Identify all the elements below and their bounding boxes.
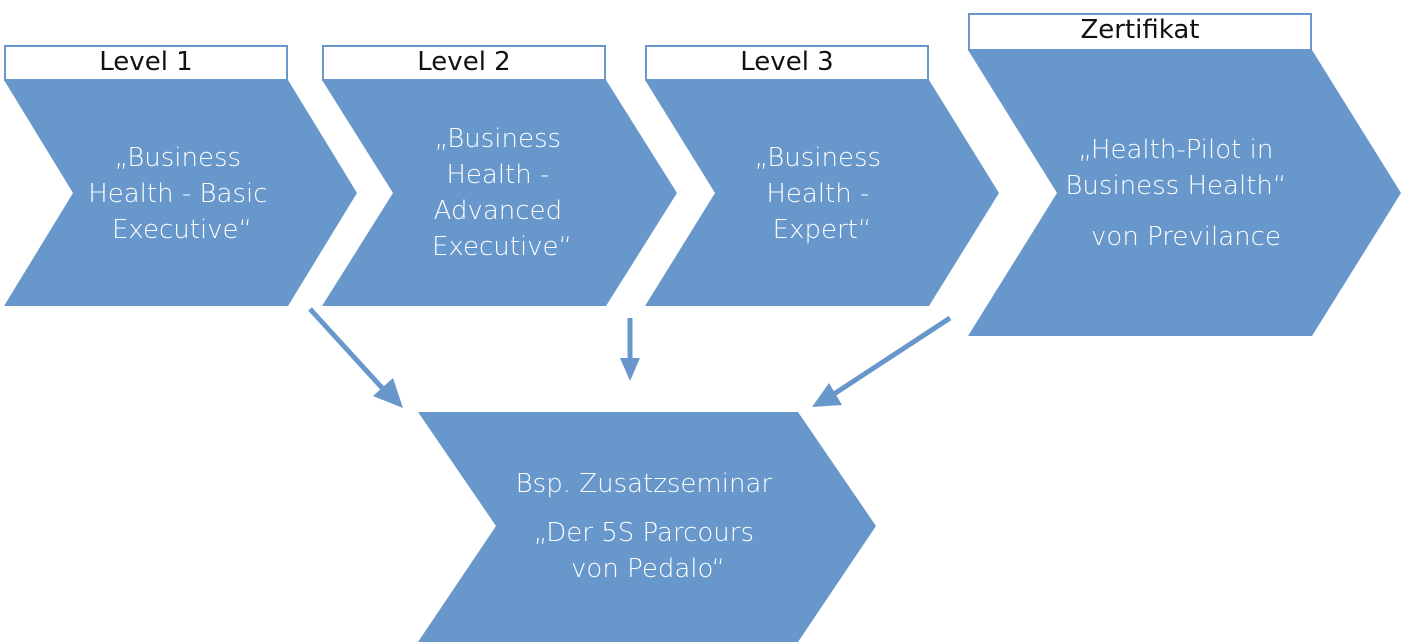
level-2-text-line: Health -	[446, 160, 549, 190]
certificate-text: „Health-Pilot in Business Health“ von Pr…	[1065, 135, 1294, 252]
seminar-text-line: „Der 5S Parcours	[534, 518, 754, 548]
level-3-text-line: Expert“	[773, 215, 872, 245]
certificate-label: Zertifikat	[968, 13, 1312, 51]
level-1-text-line: „Business	[115, 143, 241, 173]
certificate-text-line: von Previlance	[1091, 222, 1281, 252]
certificate-text-line: Business Health“	[1065, 171, 1286, 201]
level-3-text-line: „Business	[755, 143, 881, 173]
level-1-text: „Business Health - Basic Executive“	[88, 143, 276, 245]
level-2-text-line: „Business	[435, 124, 561, 154]
certificate-text-line: „Health-Pilot in	[1078, 135, 1273, 165]
level-3-chevron	[645, 80, 999, 306]
seminar-text: Bsp. Zusatzseminar „Der 5S Parcours von …	[516, 469, 781, 584]
arrow-from-level-2	[620, 318, 640, 381]
level-2-chevron	[322, 80, 677, 306]
level-3-label: Level 3	[645, 45, 929, 81]
arrow-from-level-1	[308, 307, 403, 408]
level-1-text-line: Health - Basic	[88, 179, 267, 209]
level-2-text-line: Executive“	[432, 232, 572, 262]
level-2-text: „Business Health - Advanced Executive“	[432, 124, 572, 262]
level-1-text-line: Executive“	[112, 215, 252, 245]
seminar-text-line: von Pedalo“	[571, 554, 725, 584]
seminar-chevron	[418, 412, 876, 642]
level-3-text-line: Health -	[766, 179, 869, 209]
level-1-chevron	[4, 80, 357, 306]
seminar-text-line: Bsp. Zusatzseminar	[516, 469, 773, 499]
level-2-text-line: Advanced	[434, 196, 562, 226]
level-3-text: „Business Health - Expert“	[755, 143, 890, 245]
arrow-from-certificate	[812, 315, 952, 407]
certificate-chevron	[968, 50, 1401, 336]
level-1-label: Level 1	[4, 45, 288, 81]
